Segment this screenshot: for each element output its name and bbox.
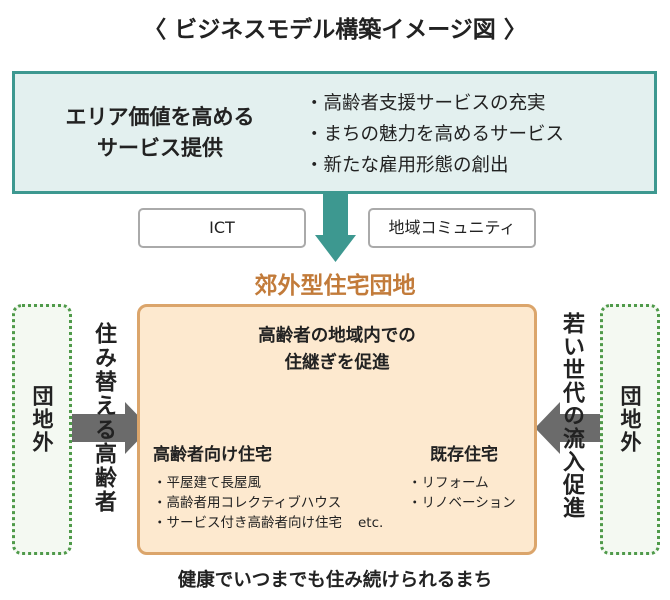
senior-housing-list: ・平屋建て長屋風 ・高齢者用コレクティブハウス ・サービス付き高齢者向け住宅 et… [153, 473, 383, 533]
existing-housing-label: 既存住宅 [430, 445, 498, 465]
left-gray-arrow-icon [535, 402, 600, 454]
etc-label: etc. [358, 515, 384, 531]
outside-right-box: 団地外 [600, 304, 660, 555]
diagram-title: 〈 ビジネスモデル構築イメージ図 〉 [143, 17, 527, 43]
tag-community: 地域コミュニティ [368, 208, 536, 248]
service-bullet: ・高齢者支援サービスの充実 [305, 93, 546, 114]
outside-left-box: 団地外 [12, 304, 72, 555]
service-heading-line: サービス提供 [97, 136, 223, 160]
subtitle: 郊外型住宅団地 [254, 273, 416, 299]
service-bullet: ・新たな雇用形態の創出 [305, 155, 509, 176]
estate-title-line: 高齢者の地域内での [258, 326, 416, 346]
service-heading: エリア価値を高める サービス提供 [45, 102, 275, 164]
estate-title: 高齢者の地域内での 住継ぎを促進 [140, 323, 534, 377]
senior-housing-label: 高齢者向け住宅 [153, 445, 272, 465]
list-item: ・平屋建て長屋風 [153, 475, 261, 491]
bottom-caption: 健康でいつまでも住み続けられるまち [177, 570, 493, 591]
list-item: ・リフォーム [408, 475, 489, 491]
existing-housing-list: ・リフォーム ・リノベーション [408, 473, 516, 513]
outside-left-label: 団地外 [30, 384, 54, 454]
list-item: ・サービス付き高齢者向け住宅 [153, 515, 342, 531]
service-box: エリア価値を高める サービス提供 ・高齢者支援サービスの充実 ・まちの魅力を高め… [12, 71, 657, 194]
estate-title-line: 住継ぎを促進 [284, 353, 390, 373]
housing-estate-box: 高齢者の地域内での 住継ぎを促進 高齢者向け住宅 ・平屋建て長屋風 ・高齢者用コ… [137, 304, 537, 555]
list-item: ・高齢者用コレクティブハウス [153, 495, 342, 511]
service-bullets: ・高齢者支援サービスの充実 ・まちの魅力を高めるサービス ・新たな雇用形態の創出 [305, 88, 564, 181]
service-heading-line: エリア価値を高める [65, 105, 255, 129]
tag-ict: ICT [138, 208, 306, 248]
right-arrow-icon [70, 402, 150, 454]
down-arrow-icon [315, 191, 356, 262]
right-flow-label: 若い世代の流入促進 [559, 312, 584, 519]
service-bullet: ・まちの魅力を高めるサービス [305, 124, 565, 145]
outside-right-label: 団地外 [618, 384, 642, 454]
left-flow-label: 住み替える高齢者 [91, 322, 116, 514]
list-item: ・リノベーション [408, 495, 516, 511]
